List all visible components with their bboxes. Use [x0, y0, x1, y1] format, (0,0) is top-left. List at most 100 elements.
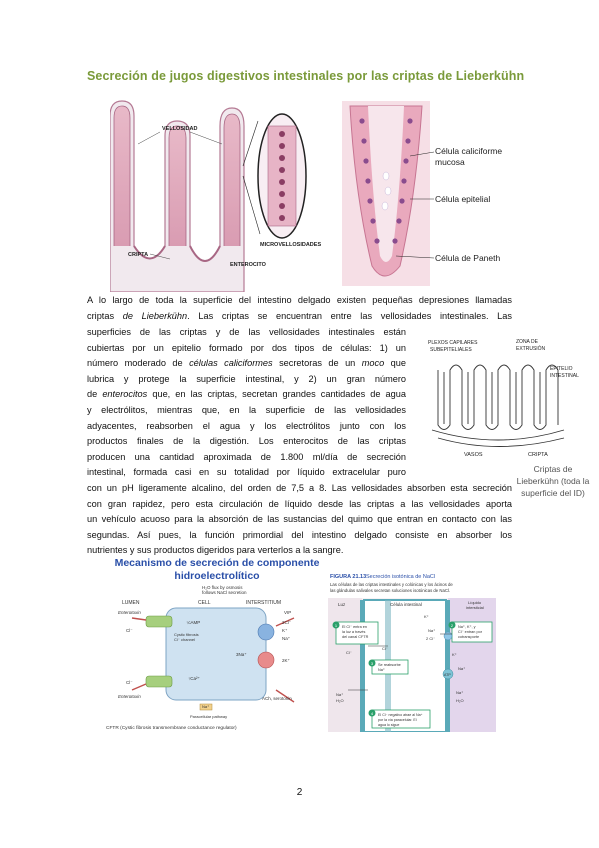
page-number: 2 [296, 787, 303, 798]
ion-label: Na⁺ [336, 692, 343, 697]
sketch-note: VASOS [464, 452, 483, 458]
cftr-label: Cl⁻ channel [174, 637, 195, 642]
paragraph-line: cubiertas por un epitelio formado por do… [87, 342, 406, 353]
figure-number: FIGURA 21.13 [330, 574, 366, 580]
step-text: El Cl⁻ entra en [342, 625, 367, 629]
na-label: Na⁺ [202, 704, 209, 709]
step-text: cotransporte [458, 635, 479, 639]
figure-title: Mecanismo de secreción de componente [115, 557, 320, 569]
h2o-note: follows NaCl secretion [202, 590, 247, 595]
lumen-label: LUMEN [122, 600, 140, 606]
step-text: por la vía paracelular. El [378, 718, 417, 722]
paragraph-line: y electrólitos, mientras que, en la supe… [87, 404, 406, 415]
section-title: Secreción de jugos digestivos intestinal… [87, 69, 525, 83]
hydroelectrolytic-secretion-figure: Mecanismo de secreción de componente hid… [106, 557, 320, 731]
paragraph-line: producen una cantidad aproximada de 1.80… [87, 451, 406, 462]
paragraph-line: nutrientes y sus productos digeridos par… [87, 545, 344, 556]
figure-description: las glándulas salivales secretan solucio… [330, 588, 450, 593]
sketch-note: ZONA DE [516, 339, 539, 345]
isotonic-nacl-secretion-figure: FIGURA 21.13 Secreción isotónica de NaCl… [328, 574, 496, 732]
lumen-label: Luz [338, 602, 346, 607]
step-text: El Cl⁻ negativo atrae al Na⁺ [378, 713, 423, 717]
ion-label: Cl⁻ [382, 646, 388, 651]
crypt-label: CRIPTA [128, 252, 148, 258]
sketch-note: PLEXOS CAPILARES [428, 340, 478, 346]
paragraph-line: segundas. Así pues, la función primordia… [87, 529, 512, 540]
ca-label: ↑Ca²⁺ [188, 676, 201, 681]
step-number: 3 [371, 661, 374, 666]
microvilli-label: MICROVELLOSIDADES [260, 242, 321, 248]
villi-drawing [110, 100, 245, 292]
step-number: 4 [371, 711, 374, 716]
ion-label: 2 Cl⁻ [426, 636, 435, 641]
paragraph-line: con un pH ligeramente alcalino, del orde… [87, 483, 512, 493]
body-paragraph-narrow: superficies de las criptas y de las vell… [87, 325, 406, 481]
figure-footer: CFTR (Cystic fibrosis transmembrane cond… [106, 725, 237, 731]
ion-label: Cl⁻ [346, 650, 352, 655]
cl-label: Cl⁻ [126, 628, 133, 633]
paneth-cell-label: Célula de Paneth [435, 253, 500, 263]
step-text: Se reabsorbe [378, 663, 401, 667]
ach-label: ACh, serotonin [262, 696, 292, 701]
figure-title: Secreción isotónica de NaCl [366, 574, 435, 580]
goblet-cell-label-1: Célula caliciforme [435, 146, 502, 156]
fluid-label: intersticial [466, 605, 484, 610]
ion-label: Na⁺ [458, 666, 465, 671]
paragraph-line: lubrica y protege la superficie intestin… [87, 373, 406, 384]
enterotoxin-label: Enterotoxin [118, 610, 141, 615]
figure-title: hidroelectrolítico [174, 570, 259, 582]
sketch-note: CRIPTA [528, 452, 548, 458]
villi-crypt-illustration: VELLOSIDAD CRIPTA ENTEROCITO MICROVELLOS… [110, 100, 502, 292]
camp-label: ↑cAMP [186, 620, 200, 625]
2k-label: 2K⁺ [282, 658, 291, 663]
step-text: Cl⁻ entran por [458, 630, 483, 634]
paracellular-label: Paracellular pathway [190, 714, 227, 719]
3na-label: 3Na⁺ [236, 652, 247, 657]
paragraph-line: superficies de las criptas y de las vell… [87, 327, 406, 337]
sketch-caption: Criptas de Lieberkühn (toda la superfici… [516, 464, 590, 498]
na-label: Na⁺ [282, 636, 291, 641]
step-number: 2 [451, 623, 454, 628]
paragraph-line: intestinal, formada casi en su totalidad… [87, 467, 406, 478]
step-text: la luz a través [342, 630, 366, 634]
cl-label: Cl⁻ [126, 680, 133, 685]
body-paragraph-bottom: con un pH ligeramente alcalino, del orde… [87, 481, 512, 559]
paragraph-line: un vehículo acuoso para la absorción de … [87, 514, 512, 525]
paragraph-line: productos finales de la digestión. Los e… [87, 436, 406, 447]
sketch-note: SUBEPITELIALES [430, 347, 472, 353]
step-text: Na⁺ [378, 668, 385, 672]
step-text: agua lo sigue [378, 723, 399, 727]
atp-label: ATP [444, 673, 451, 677]
sketch-note: EXTRUSIÓN [516, 345, 546, 352]
ion-label: Na⁺ [456, 690, 463, 695]
ion-label: H₂O [456, 698, 464, 703]
fluid-label: Líquido [468, 600, 482, 605]
ion-label: K⁺ [452, 652, 457, 657]
paragraph-line: número moderado de células caliciformes … [87, 358, 406, 369]
paragraph-line: criptas de Lieberkühn. Las criptas se en… [87, 310, 512, 321]
paragraph-line: con gran rapidez, pero esta circulación … [87, 498, 512, 509]
cell-label: Célula intestinal [390, 602, 422, 607]
paragraph-line: A lo largo de toda la superficie del int… [87, 295, 512, 305]
hand-sketch-crypts: PLEXOS CAPILARES SUBEPITELIALES ZONA DE … [428, 339, 579, 458]
enterotoxin-label: Enterotoxin [118, 694, 141, 699]
step-text: del canal CFTR [342, 635, 369, 639]
step-text: Na⁺, K⁺, y [458, 625, 476, 629]
k-label: K⁺ [282, 628, 288, 633]
crypt-histology [342, 101, 435, 286]
ion-label: H₂O [336, 698, 344, 703]
figure-description: Las células de las criptas intestinales … [330, 582, 453, 587]
cell-label: CELL [198, 600, 211, 606]
interstitium-label: INTERSTITIUM [246, 600, 281, 606]
paragraph-line: de enterocitos que, en las criptas, secr… [87, 389, 407, 400]
villi-label: VELLOSIDAD [162, 126, 197, 132]
epithelial-cell-label: Célula epitelial [435, 194, 490, 204]
cftr-label: Cystic fibrosis [174, 632, 199, 637]
h2o-note: H₂O flux by osmosis [202, 585, 243, 590]
2cl-label: 2Cl⁻ [282, 620, 292, 625]
microvilli-inset [242, 113, 307, 239]
paragraph-line: adyacentes, reabsorben el agua y los ele… [87, 420, 406, 431]
vip-label: VIP [284, 610, 291, 615]
ion-label: K⁺ [424, 614, 429, 619]
sketch-note: EPITELIO [550, 366, 573, 372]
